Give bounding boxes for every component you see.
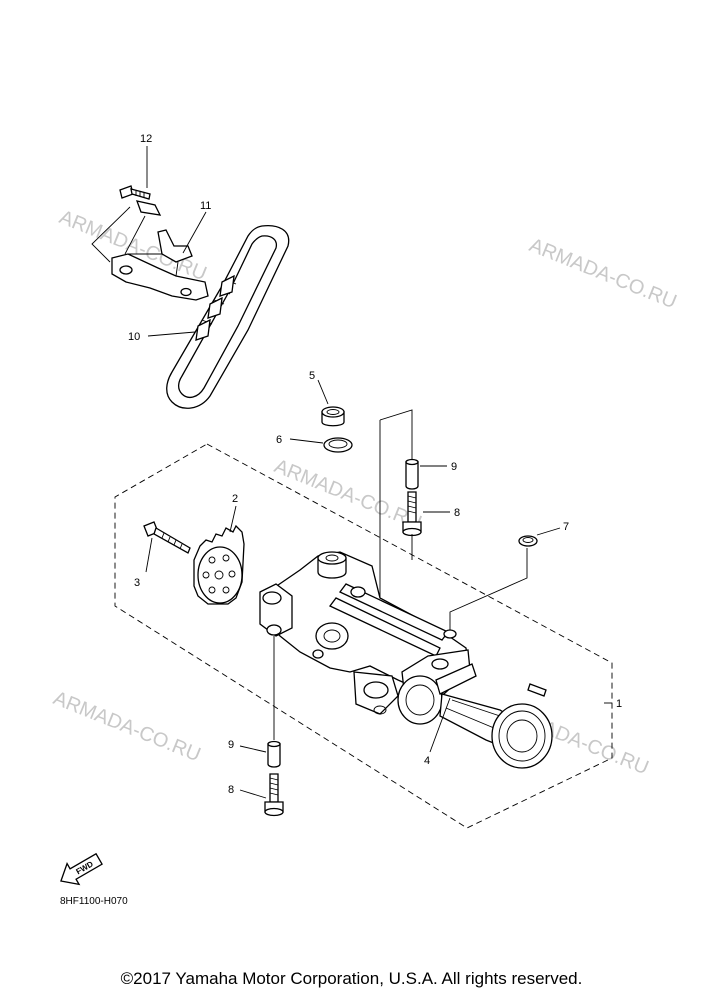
- part-11-chain-guide: [111, 229, 209, 301]
- callout-11: 11: [200, 200, 211, 212]
- part-7-o-ring: [518, 535, 538, 547]
- assembly-outline-box: [114, 443, 613, 829]
- leader-6: [289, 438, 324, 444]
- diagram-part-code: 8HF1100-H070: [60, 896, 128, 907]
- part-9-dowel-lower: [267, 740, 281, 768]
- guide-lines-12: [91, 206, 146, 263]
- callout-9-upper: 9: [451, 461, 457, 473]
- callout-3: 3: [134, 577, 140, 589]
- callout-4: 4: [424, 755, 430, 767]
- callout-9-lower: 9: [228, 739, 234, 751]
- leader-7: [536, 527, 561, 536]
- part-2-sprocket: [193, 524, 245, 605]
- assembly-line-upper: [379, 409, 413, 600]
- callout-8-lower: 8: [228, 784, 234, 796]
- watermark-3: ARMADA-CO.RU: [271, 455, 425, 534]
- leader-2: [229, 505, 237, 533]
- part-5-collar: [321, 406, 345, 427]
- part-10-drive-chain: [166, 224, 290, 409]
- part-3-bolt: [143, 521, 191, 554]
- part-12-bolt: [119, 185, 151, 200]
- callout-2: 2: [232, 493, 238, 505]
- leader-3: [145, 537, 153, 573]
- callout-7: 7: [563, 521, 569, 533]
- part-9-dowel-upper: [405, 458, 419, 490]
- leader-4: [429, 697, 451, 753]
- part-6-o-ring: [323, 437, 353, 453]
- watermark-2: ARMADA-CO.RU: [526, 234, 680, 313]
- leader-8-lower: [239, 789, 267, 799]
- copyright-notice: ©2017 Yamaha Motor Corporation, U.S.A. A…: [120, 969, 583, 988]
- leader-9-lower: [239, 745, 267, 753]
- part-12-spacer: [135, 200, 162, 216]
- part-8-bolt-lower: [264, 773, 284, 817]
- assembly-line-7: [449, 548, 528, 632]
- leader-11: [182, 211, 207, 254]
- fwd-arrow-icon: FWD: [60, 852, 103, 886]
- callout-6: 6: [276, 434, 282, 446]
- callout-10: 10: [128, 331, 140, 343]
- part-1-oil-pump-assembly: [259, 551, 553, 769]
- callout-5: 5: [309, 370, 315, 382]
- callout-1: 1: [616, 698, 622, 710]
- leader-10: [147, 331, 196, 337]
- callout-8-upper: 8: [454, 507, 460, 519]
- leader-5: [317, 379, 329, 405]
- callouts: 12 11 10 5 6 9 8 2 7 3 1 9 4 8: [128, 133, 622, 796]
- callout-12: 12: [140, 133, 152, 145]
- watermark-4: ARMADA-CO.RU: [50, 687, 204, 766]
